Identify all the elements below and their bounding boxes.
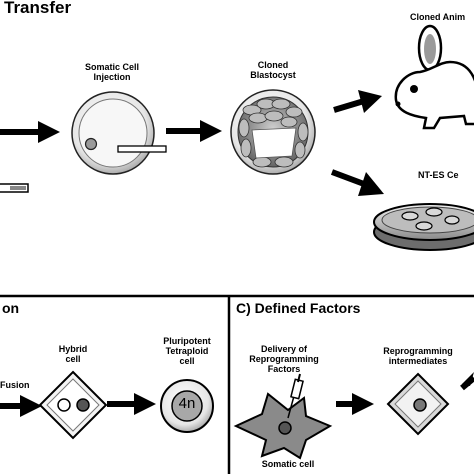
label-hybrid-cell: Hybrid cell <box>58 344 88 365</box>
label-cloned-animal: Cloned Anim <box>410 12 466 22</box>
arrow-to-tetraploid <box>107 393 156 415</box>
cloned-animal-icon <box>394 24 474 130</box>
tetraploid-4n-mark: 4n <box>178 395 196 412</box>
panel-title-defined-factors: C) Defined Factors <box>236 300 361 316</box>
arrow-to-intermediate <box>336 393 374 415</box>
arrow-to-injection <box>0 121 60 143</box>
somatic-cell-icon <box>233 392 333 460</box>
arrow-to-animal <box>333 90 382 113</box>
arrow-to-blastocyst <box>166 120 222 142</box>
es-cell-dish-icon <box>373 203 474 251</box>
label-delivery-factors: Delivery of Reprogramming Factors <box>249 344 319 375</box>
tetraploid-cell-icon <box>160 379 214 433</box>
label-cloned-blastocyst: Cloned Blastocyst <box>250 60 296 81</box>
label-somatic-injection: Somatic Cell Injection <box>84 62 140 83</box>
arrow-right-edge <box>460 372 474 391</box>
label-pluripotent-tetraploid: Pluripotent Tetraploid cell <box>163 336 211 367</box>
arrow-to-hybrid <box>0 395 42 417</box>
panel-dividers <box>0 294 474 474</box>
label-nt-es-cells: NT-ES Ce <box>418 170 459 180</box>
syringe-icon <box>287 373 304 419</box>
pipette-left <box>0 183 29 193</box>
label-fusion: Fusion <box>0 380 30 390</box>
arrow-to-es-cells <box>330 169 384 196</box>
label-reprogramming-intermediates: Reprogramming intermediates <box>383 346 453 367</box>
hybrid-cell-icon <box>38 370 108 440</box>
panel-title-transfer: Transfer <box>4 0 72 17</box>
panel-title-fusion: on <box>2 300 20 316</box>
oocyte-injection <box>71 91 167 175</box>
label-somatic-cell: Somatic cell <box>261 459 315 469</box>
cloned-blastocyst-icon <box>230 89 316 175</box>
intermediate-cell-icon <box>386 372 450 436</box>
